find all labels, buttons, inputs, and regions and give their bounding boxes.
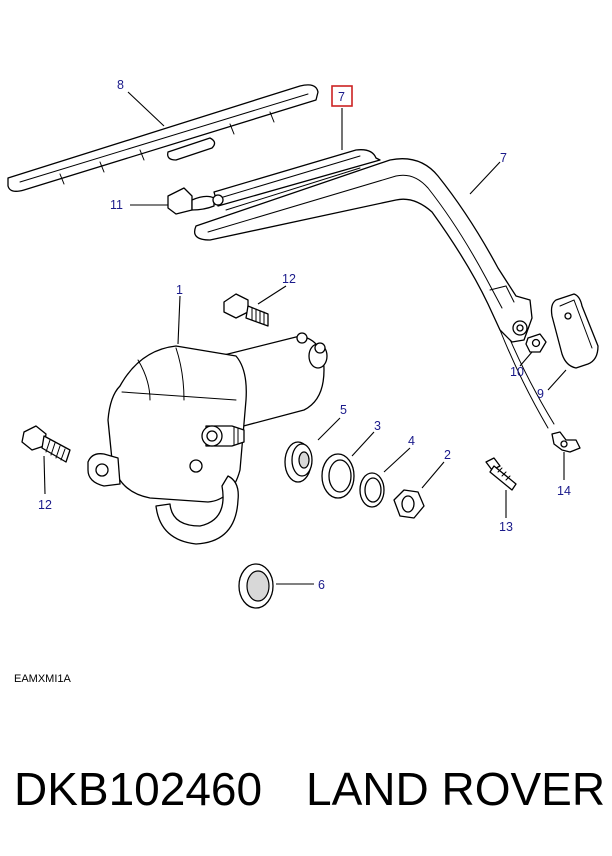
callout-9: 9 — [537, 387, 544, 401]
callout-8: 8 — [117, 78, 124, 92]
callout-13: 13 — [499, 520, 513, 534]
callout-3: 3 — [374, 419, 381, 433]
callout-12-left: 12 — [38, 498, 52, 512]
bolt-12-left — [21, 425, 71, 463]
wiper-blade — [7, 84, 319, 192]
callout-10: 10 — [510, 365, 524, 379]
callout-12-top: 12 — [282, 272, 296, 286]
callout-7-boxed: 7 — [338, 90, 345, 104]
callout-6: 6 — [318, 578, 325, 592]
wiper-motor — [87, 332, 328, 545]
leader-lines — [43, 91, 567, 585]
brand-name: LAND ROVER — [306, 763, 606, 815]
nut-10 — [525, 333, 547, 353]
wiper-arm — [193, 158, 533, 343]
nut-2 — [393, 489, 425, 519]
part-number: DKB102460 — [14, 763, 263, 815]
callout-highlight-box — [331, 85, 353, 107]
bush-5 — [284, 441, 313, 483]
hose-connector — [167, 187, 224, 215]
parts-diagram: 8 7 7 11 12 1 10 9 5 3 4 2 14 13 12 6 — [7, 78, 599, 609]
washer-3 — [321, 453, 355, 499]
callout-4: 4 — [408, 434, 415, 448]
callout-labels: 8 7 7 11 12 1 10 9 5 3 4 2 14 13 12 6 — [38, 78, 571, 592]
callout-14: 14 — [557, 484, 571, 498]
jet-13 — [485, 457, 517, 491]
drawing-code: EAMXMI1A — [14, 673, 71, 685]
valve-14 — [551, 431, 581, 453]
footer: DKB102460 LAND ROVER — [0, 752, 612, 832]
callout-7: 7 — [500, 151, 507, 165]
callout-11: 11 — [110, 198, 123, 212]
callout-5: 5 — [340, 403, 347, 417]
cover-cap — [550, 293, 599, 369]
washer-4 — [359, 472, 385, 508]
bolt-12-top — [223, 293, 269, 327]
callout-2: 2 — [444, 448, 451, 462]
grommet-6 — [238, 563, 274, 609]
callout-1: 1 — [176, 283, 183, 297]
